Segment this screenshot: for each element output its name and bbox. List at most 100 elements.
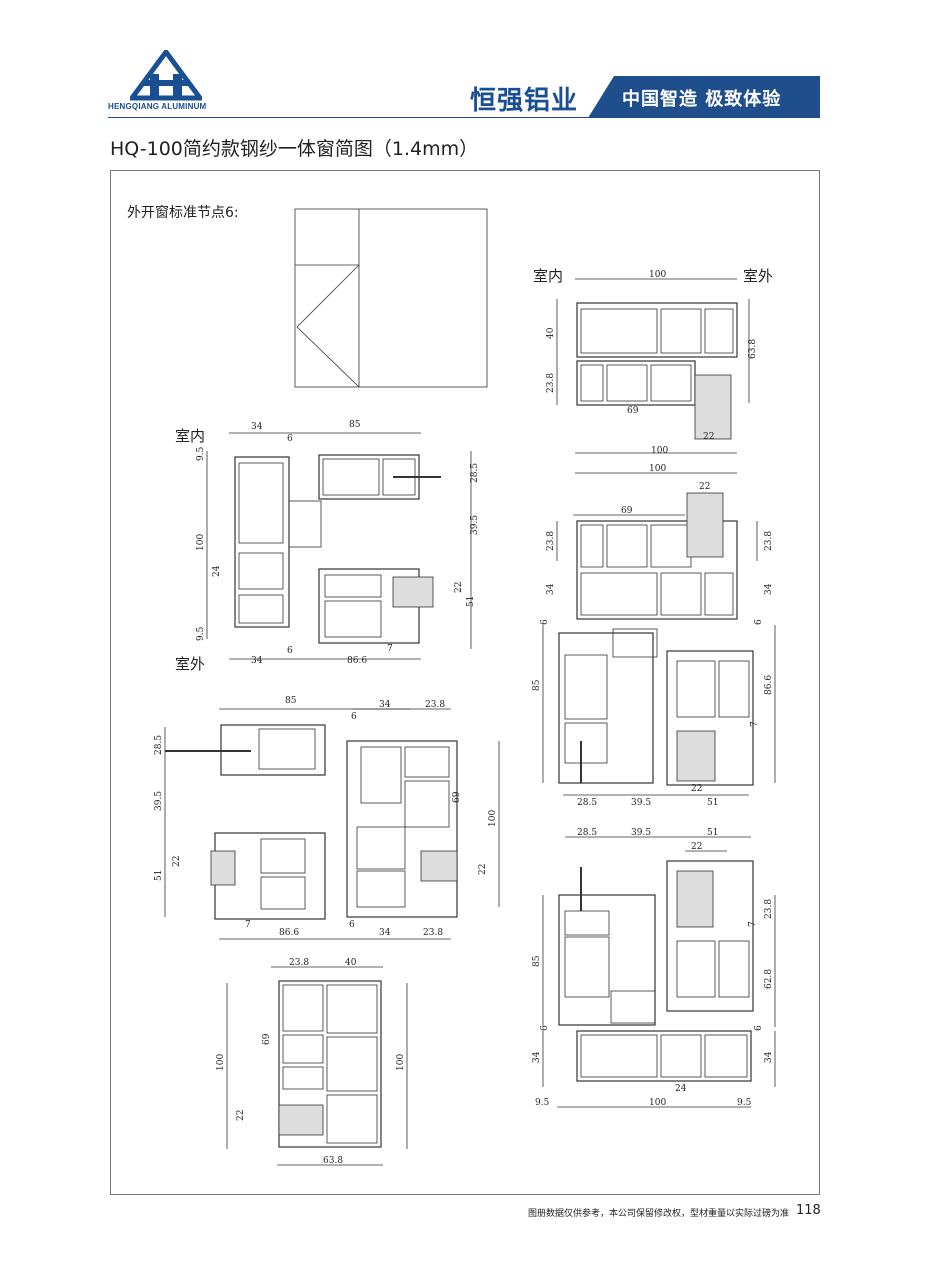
- dim-label: 28.5: [470, 463, 480, 483]
- dim-label: 100: [396, 1054, 406, 1071]
- drawing-frame: 外开窗标准节点6: 室内 室外 34 85 6 9.5 28.5: [110, 170, 820, 1195]
- dim-label: 22: [172, 856, 182, 867]
- dim-label: 6: [754, 1025, 764, 1031]
- dim-label: 69: [627, 406, 639, 416]
- dim-label: 39.5: [631, 798, 651, 808]
- slogan-banner: 中国智造 极致体验: [588, 76, 820, 118]
- dim-label: 22: [236, 1110, 246, 1121]
- logo-text: HENGQIANG ALUMINUM: [108, 102, 207, 111]
- outdoor-label: 室外: [743, 267, 773, 285]
- page-number: 118: [796, 1203, 821, 1218]
- dim-label: 22: [699, 482, 710, 492]
- section-view-f: 28.5 39.5 51 22 85 23.8 7 62.8 6 6 34 34…: [532, 828, 776, 1108]
- dim-label: 7: [387, 644, 393, 654]
- header-divider: [108, 117, 820, 118]
- dim-label: 85: [532, 679, 542, 691]
- dim-label: 39.5: [470, 515, 480, 535]
- dim-label: 62.8: [764, 969, 774, 989]
- dim-label: 23.8: [425, 700, 445, 710]
- section-view-e: 100 22 69 23.8 23.8 34 34 6 6 85 86.6 7 …: [532, 464, 776, 808]
- dim-label: 23.8: [764, 899, 774, 919]
- dim-label: 51: [466, 596, 476, 607]
- dim-label: 6: [540, 1025, 550, 1031]
- dim-label: 69: [262, 1033, 272, 1045]
- dim-label: 40: [345, 958, 357, 968]
- dim-label: 100: [649, 270, 666, 280]
- dim-label: 86.6: [279, 928, 299, 938]
- dim-label: 22: [691, 784, 702, 794]
- footer-note: 图册数据仅供参考，本公司保留修改权，型材重量以实际过磅为准: [528, 1209, 790, 1219]
- dim-label: 100: [196, 534, 206, 551]
- indoor-label: 室内: [533, 267, 563, 285]
- dim-label: 51: [154, 870, 164, 881]
- dim-label: 34: [379, 700, 391, 710]
- dim-label: 6: [754, 619, 764, 625]
- section-drawings: 外开窗标准节点6: 室内 室外 34 85 6 9.5 28.5: [127, 204, 776, 1166]
- section-view-b: 85 34 6 23.8 28.5 39.5 69 100 51 22 22 7…: [154, 696, 500, 940]
- dim-label: 24: [675, 1084, 687, 1094]
- node-label: 外开窗标准节点6:: [127, 204, 239, 221]
- dim-label: 69: [452, 791, 462, 803]
- section-view-c: 23.8 40 69 100 100 22 63.8: [216, 958, 408, 1166]
- dim-label: 34: [764, 583, 774, 595]
- dim-label: 9.5: [535, 1098, 550, 1108]
- dim-label: 51: [707, 798, 718, 808]
- dim-label: 7: [245, 920, 251, 930]
- dim-label: 34: [532, 1051, 542, 1063]
- dim-label: 28.5: [577, 798, 597, 808]
- dim-label: 6: [540, 619, 550, 625]
- dim-label: 39.5: [154, 791, 164, 811]
- dim-label: 34: [379, 928, 391, 938]
- dim-label: 85: [285, 696, 297, 706]
- dim-label: 63.8: [748, 339, 758, 359]
- company-logo: HENGQIANG ALUMINUM: [108, 50, 226, 114]
- elevation-diagram: [294, 208, 488, 388]
- indoor-label: 室内: [175, 427, 205, 445]
- outdoor-label: 室外: [175, 655, 205, 673]
- dim-label: 34: [251, 422, 263, 432]
- dim-label: 6: [351, 712, 357, 722]
- dim-label: 9.5: [737, 1098, 752, 1108]
- dim-label: 69: [621, 506, 633, 516]
- dim-label: 22: [703, 432, 714, 442]
- dim-label: 7: [750, 721, 760, 727]
- dim-label: 63.8: [323, 1156, 343, 1166]
- dim-label: 34: [764, 1051, 774, 1063]
- dim-label: 9.5: [196, 626, 206, 641]
- dim-label: 22: [478, 864, 488, 875]
- dim-label: 100: [651, 446, 668, 456]
- dim-label: 23.8: [289, 958, 309, 968]
- dim-label: 6: [287, 434, 293, 444]
- dim-label: 86.6: [764, 675, 774, 695]
- dim-label: 23.8: [546, 531, 556, 551]
- dim-label: 7: [748, 921, 758, 927]
- dim-label: 40: [546, 327, 556, 339]
- dim-label: 85: [532, 955, 542, 967]
- dim-label: 24: [212, 565, 222, 577]
- dim-label: 28.5: [577, 828, 597, 838]
- dim-label: 22: [454, 582, 464, 593]
- dim-label: 23.8: [764, 531, 774, 551]
- dim-label: 6: [287, 646, 293, 656]
- dim-label: 100: [649, 464, 666, 474]
- dim-label: 100: [488, 810, 498, 827]
- dim-label: 34: [546, 583, 556, 595]
- logo-mark-icon: [130, 50, 202, 101]
- slogan-text: 中国智造 极致体验: [622, 89, 782, 110]
- dim-label: 86.6: [347, 656, 367, 666]
- dim-label: 51: [707, 828, 718, 838]
- section-view-a: 室内 室外 34 85 6 9.5 28.5 100 39.5 24 22 51…: [175, 420, 480, 673]
- dim-label: 23.8: [546, 373, 556, 393]
- dim-label: 23.8: [423, 928, 443, 938]
- dim-label: 100: [649, 1098, 666, 1108]
- brand-name: 恒强铝业: [470, 86, 579, 116]
- dim-label: 6: [349, 920, 355, 930]
- page-title: HQ-100简约款钢纱一体窗简图（1.4mm）: [110, 138, 479, 160]
- dim-label: 39.5: [631, 828, 651, 838]
- dim-label: 34: [251, 656, 263, 666]
- dim-label: 85: [349, 420, 361, 430]
- dim-label: 100: [216, 1054, 226, 1071]
- section-view-d: 室内 室外 100 40 63.8 23.8 69 100 22: [533, 267, 773, 456]
- dim-label: 22: [691, 842, 702, 852]
- dim-label: 9.5: [196, 446, 206, 461]
